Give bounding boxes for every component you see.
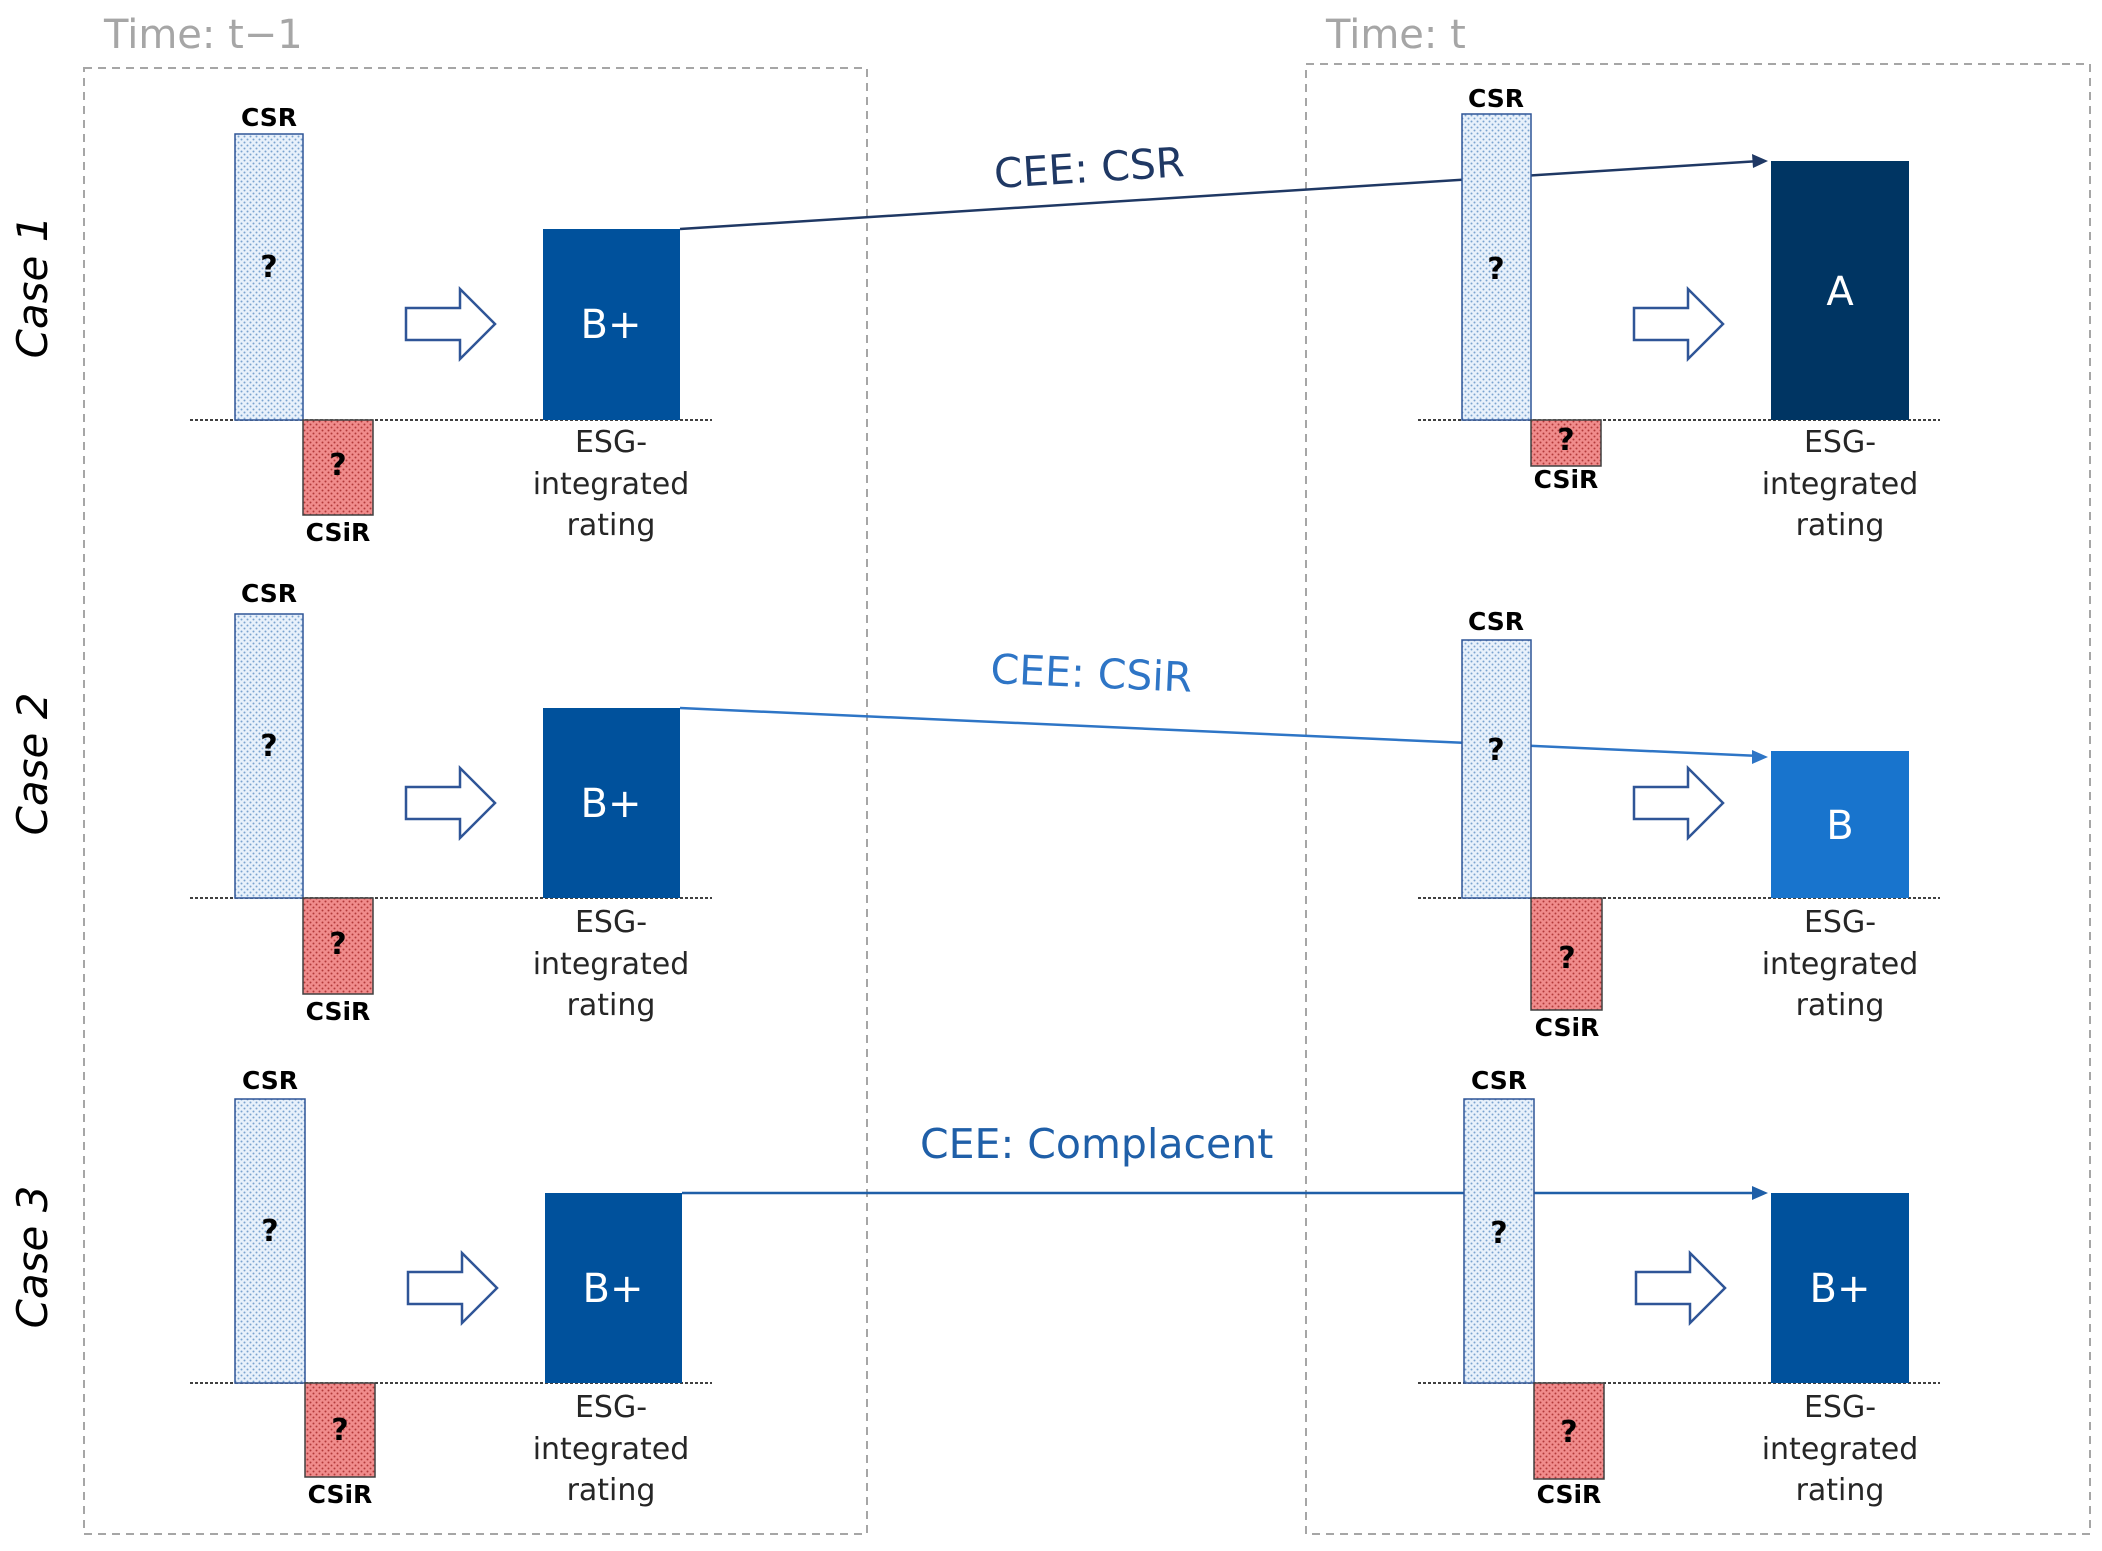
rating-caption-line-3: rating — [567, 988, 656, 1023]
csir-label: CSiR — [1537, 1480, 1602, 1509]
csr-label: CSR — [1471, 1066, 1527, 1095]
header-time-t: Time: t — [1325, 12, 1466, 58]
rating-value: B+ — [581, 302, 642, 348]
rating-caption-line-3: rating — [567, 508, 656, 543]
csir-value: ? — [329, 448, 346, 483]
csr-label: CSR — [1468, 607, 1524, 636]
rating-caption-line-2: integrated — [1762, 467, 1919, 502]
transition-label-case-2: CEE: CSiR — [990, 645, 1194, 702]
csir-value: ? — [1558, 941, 1575, 976]
csr-bar — [234, 1098, 306, 1384]
implication-arrow-icon — [406, 1249, 499, 1327]
csir-label: CSiR — [308, 1480, 373, 1509]
case-label-1: Case 1 — [8, 216, 57, 359]
csir-value: ? — [1557, 423, 1574, 458]
period-frame-t — [1305, 63, 2091, 1535]
csr-value: ? — [260, 250, 277, 285]
csir-value: ? — [329, 927, 346, 962]
implication-arrow-icon — [404, 285, 497, 363]
csr-label: CSR — [241, 579, 297, 608]
csr-value: ? — [1490, 1216, 1507, 1251]
csr-bar — [234, 133, 304, 421]
rating-caption-line-2: integrated — [533, 1432, 690, 1467]
csir-label: CSiR — [306, 518, 371, 547]
implication-arrow-icon — [1632, 764, 1725, 842]
csir-bar — [1530, 419, 1602, 467]
csr-label: CSR — [1468, 84, 1524, 113]
case-1-before: CSR ? ? CSiR B+ ESG- integrated rating — [190, 103, 712, 547]
period-frame-t-minus-1 — [83, 67, 868, 1535]
rating-caption-line-3: rating — [567, 1473, 656, 1508]
case-2-after: CSR ? ? CSiR B ESG- integrated rating — [1418, 607, 1940, 1042]
case-3-after: CSR ? ? CSiR B+ ESG- integrated rating — [1418, 1066, 1940, 1509]
case-3-before: CSR ? ? CSiR B+ ESG- integrated rating — [190, 1066, 712, 1509]
transitions: CEE: CSR CEE: CSiR CEE: Complacent — [679, 138, 1768, 1200]
case-1-after: CSR ? ? CSiR A ESG- integrated rating — [1418, 84, 1940, 543]
rating-caption-line-1: ESG- — [575, 905, 647, 940]
rating-caption-line-1: ESG- — [575, 425, 647, 460]
csr-value: ? — [261, 1214, 278, 1249]
csr-label: CSR — [242, 1066, 298, 1095]
rating-box — [543, 708, 680, 898]
rating-box — [545, 1193, 682, 1383]
csir-bar — [304, 1382, 376, 1478]
implication-arrow-icon — [1634, 1249, 1727, 1327]
transition-arrowhead-case-1 — [1752, 154, 1768, 168]
rating-caption-line-3: rating — [1796, 508, 1885, 543]
csir-bar — [1533, 1382, 1605, 1480]
rating-caption-line-1: ESG- — [1804, 905, 1876, 940]
csr-value: ? — [260, 729, 277, 764]
rating-caption-line-2: integrated — [1762, 1432, 1919, 1467]
case-label-3: Case 3 — [8, 1186, 57, 1329]
csir-label: CSiR — [1535, 1013, 1600, 1042]
csr-label: CSR — [241, 103, 297, 132]
csir-value: ? — [1560, 1415, 1577, 1450]
rating-caption-line-3: rating — [1796, 988, 1885, 1023]
rating-value: B+ — [1810, 1266, 1871, 1312]
csr-bar — [234, 613, 304, 899]
case-2-before: CSR ? ? CSiR B+ ESG- integrated rating — [190, 579, 712, 1026]
implication-arrow-icon — [404, 764, 497, 842]
rating-value: B — [1826, 803, 1853, 849]
case-label-2: Case 2 — [8, 693, 57, 836]
transition-arrowhead-case-2 — [1752, 750, 1768, 764]
rating-caption-line-2: integrated — [1762, 947, 1919, 982]
transition-label-case-1: CEE: CSR — [993, 138, 1186, 198]
rating-caption-line-2: integrated — [533, 947, 690, 982]
transition-arrowhead-case-3 — [1752, 1186, 1768, 1200]
transition-label-case-3: CEE: Complacent — [920, 1120, 1273, 1168]
transition-line-case-2 — [679, 706, 1761, 758]
rating-box — [543, 229, 680, 420]
csr-bar — [1463, 1098, 1535, 1384]
rating-value: B+ — [583, 1266, 644, 1312]
csir-value: ? — [331, 1413, 348, 1448]
csir-label: CSiR — [306, 997, 371, 1026]
transition-line-case-1 — [679, 159, 1761, 231]
csir-bar — [302, 419, 374, 516]
rating-caption-line-1: ESG- — [1804, 1390, 1876, 1425]
csr-value: ? — [1487, 733, 1504, 768]
csir-bar — [1530, 897, 1603, 1011]
csir-bar — [302, 897, 374, 995]
rating-box — [1771, 751, 1909, 898]
rating-caption-line-2: integrated — [533, 467, 690, 502]
rating-box — [1771, 1193, 1909, 1383]
header-time-t-minus-1: Time: t−1 — [103, 12, 303, 58]
csr-value: ? — [1487, 252, 1504, 287]
rating-value: B+ — [581, 781, 642, 827]
rating-caption-line-1: ESG- — [575, 1390, 647, 1425]
csr-bar — [1461, 639, 1532, 899]
rating-box — [1771, 161, 1909, 420]
csir-label: CSiR — [1534, 465, 1599, 494]
rating-caption-line-1: ESG- — [1804, 425, 1876, 460]
csr-bar — [1461, 113, 1532, 421]
rating-caption-line-3: rating — [1796, 1473, 1885, 1508]
rating-value: A — [1826, 269, 1854, 315]
implication-arrow-icon — [1632, 285, 1725, 363]
